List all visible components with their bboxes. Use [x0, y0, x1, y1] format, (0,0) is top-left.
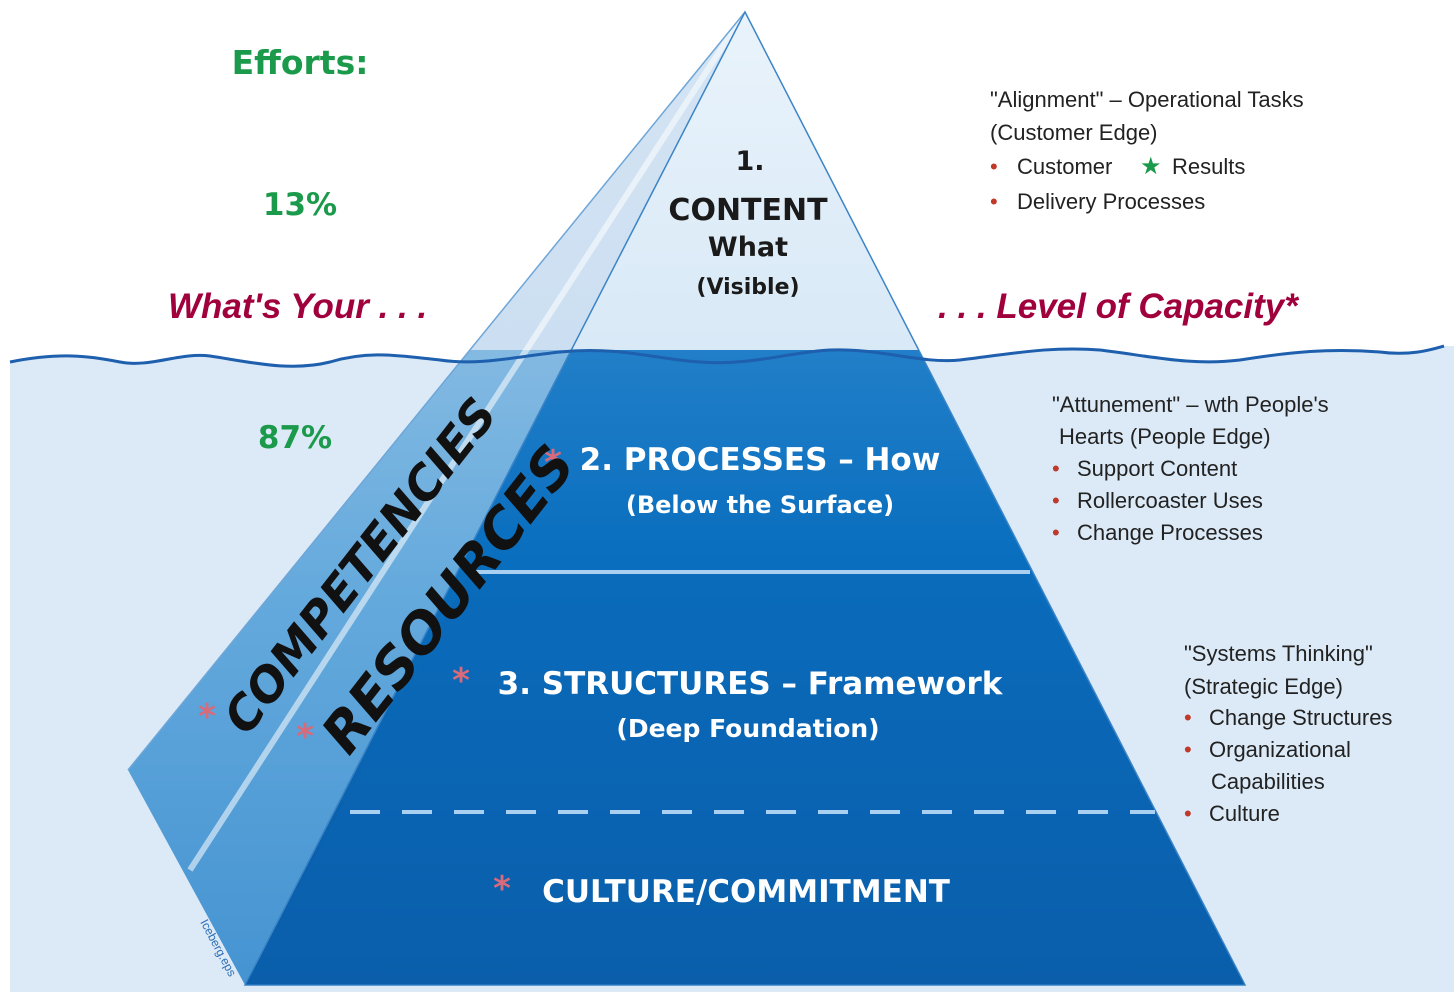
alignment-line2: (Customer Edge): [990, 120, 1158, 145]
tier3-title: 3. STRUCTURES – Framework: [498, 666, 1004, 702]
systems-bullet-1: •: [1184, 705, 1192, 730]
attunement-bullet-2: •: [1052, 488, 1060, 513]
tier1-number: 1.: [735, 146, 764, 177]
systems-bullet-2: •: [1184, 737, 1192, 762]
attunement-item-1: Support Content: [1077, 456, 1237, 481]
alignment-bullet-2: •: [990, 189, 998, 214]
pyramid-front: [243, 10, 1247, 986]
systems-item-2: Organizational: [1209, 737, 1351, 762]
alignment-bullet-1: •: [990, 154, 998, 179]
attunement-item-3: Change Processes: [1077, 520, 1263, 545]
tier4-title: CULTURE/COMMITMENT: [542, 874, 950, 910]
tier1-subtitle: What: [708, 232, 788, 263]
tier-structures: * 3. STRUCTURES – Framework (Deep Founda…: [452, 661, 1004, 743]
competencies-asterisk: *: [198, 697, 216, 737]
attunement-line1: "Attunement" – wth People's: [1052, 392, 1329, 417]
notes-alignment: "Alignment" – Operational Tasks (Custome…: [990, 87, 1304, 214]
resources-asterisk: *: [296, 717, 314, 757]
efforts-label: Efforts:: [232, 43, 369, 82]
alignment-line1: "Alignment" – Operational Tasks: [990, 87, 1304, 112]
systems-item-3: Culture: [1209, 801, 1280, 826]
tier1-title: CONTENT: [668, 193, 828, 228]
tier4-asterisk: *: [493, 869, 511, 909]
notes-systems: "Systems Thinking" (Strategic Edge) • Ch…: [1184, 641, 1392, 826]
systems-bullet-3: •: [1184, 801, 1192, 826]
systems-item-2b: Capabilities: [1211, 769, 1325, 794]
systems-line1: "Systems Thinking": [1184, 641, 1373, 666]
tier-processes: * 2. PROCESSES – How (Below the Surface): [544, 442, 940, 519]
tier1-note: (Visible): [696, 275, 799, 300]
tier-content: 1. CONTENT What (Visible): [668, 146, 828, 300]
systems-line2: (Strategic Edge): [1184, 674, 1343, 699]
below-percent: 87%: [258, 420, 332, 456]
star-icon: ★: [1140, 152, 1162, 180]
headline-right: . . . Level of Capacity*: [938, 287, 1299, 326]
tier2-title: 2. PROCESSES – How: [580, 442, 941, 478]
alignment-item-2: Delivery Processes: [1017, 189, 1205, 214]
tier3-note: (Deep Foundation): [616, 714, 879, 743]
above-percent: 13%: [263, 187, 337, 223]
water-surface-line: [9, 344, 1445, 368]
notes-attunement: "Attunement" – wth People's Hearts (Peop…: [1052, 392, 1329, 545]
tier-culture: * CULTURE/COMMITMENT: [493, 869, 950, 910]
tier2-asterisk: *: [544, 443, 562, 483]
alignment-item-1: Customer: [1017, 154, 1112, 179]
attunement-bullet-3: •: [1052, 520, 1060, 545]
attunement-item-2: Rollercoaster Uses: [1077, 488, 1263, 513]
side-face: [127, 10, 748, 985]
attunement-bullet-1: •: [1052, 456, 1060, 481]
systems-item-1: Change Structures: [1209, 705, 1392, 730]
headline-left: What's Your . . .: [168, 287, 427, 326]
attunement-line2: Hearts (People Edge): [1059, 424, 1271, 449]
alignment-item-1b: Results: [1172, 154, 1245, 179]
tier3-asterisk: *: [452, 661, 470, 701]
tier2-note: (Below the Surface): [626, 491, 894, 519]
